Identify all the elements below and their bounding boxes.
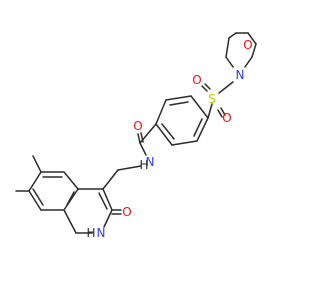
bond <box>218 81 234 94</box>
atom-label-amide-n: N <box>146 155 155 169</box>
bond <box>196 117 209 142</box>
amide-group: O N H <box>133 119 157 172</box>
molecule-canvas: N O S O O O N H <box>15 32 257 240</box>
bond <box>137 133 141 144</box>
atom-label-morpholine-o: O <box>243 38 252 52</box>
atom-label-quinolinone-n: N <box>97 226 106 240</box>
bond <box>102 188 113 211</box>
atom-label-morpholine-n: N <box>236 68 245 82</box>
bond <box>204 83 211 90</box>
bond <box>190 95 209 119</box>
bond <box>169 101 189 106</box>
bond <box>98 192 108 210</box>
bond <box>63 209 77 234</box>
bond <box>207 103 213 119</box>
bond <box>193 118 203 137</box>
bond <box>228 32 237 39</box>
atom-label-quinolinone-o: O <box>122 205 131 219</box>
atom-label-sulfonyl-o-bottom: O <box>222 111 231 125</box>
bond <box>155 123 173 146</box>
bond <box>139 142 147 156</box>
bond <box>225 56 234 68</box>
benzene-ring <box>155 95 209 146</box>
ethyl-linker <box>102 165 142 190</box>
bond <box>63 188 79 211</box>
atom-label-amide-h: H <box>139 158 148 172</box>
bond <box>63 171 79 190</box>
bond <box>220 107 226 116</box>
bond <box>217 109 223 118</box>
bond <box>28 171 42 192</box>
bond <box>32 188 44 206</box>
bond <box>251 43 257 58</box>
bond <box>103 209 113 228</box>
bond <box>155 99 167 125</box>
morpholine-ring: N O <box>225 32 257 82</box>
bond <box>225 37 230 58</box>
bond <box>165 95 192 101</box>
bond <box>32 155 42 173</box>
bond <box>28 190 42 211</box>
bond <box>161 123 175 140</box>
bond <box>102 169 119 190</box>
bond <box>244 56 253 68</box>
atom-label-sulfonyl-s: S <box>208 92 216 106</box>
bond <box>117 165 142 171</box>
atom-label-quinolinone-h: H <box>86 226 95 240</box>
bond <box>171 140 198 146</box>
bond <box>201 85 208 92</box>
atom-label-sulfonyl-o-top: O <box>192 73 201 87</box>
bond <box>66 191 75 206</box>
atom-label-amide-o: O <box>133 119 142 133</box>
sulfonyl-group: S O O <box>192 73 234 125</box>
bond <box>140 132 144 143</box>
bond <box>247 32 257 45</box>
molecule-structure: N O S O O O N H <box>15 32 257 240</box>
quinolinone-ring: N H O <box>15 155 132 240</box>
